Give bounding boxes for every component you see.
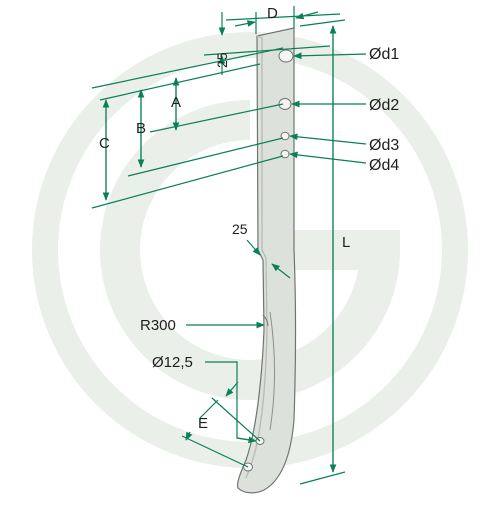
hole-d1	[278, 49, 294, 63]
label-d: D	[267, 5, 278, 22]
label-c: C	[99, 135, 110, 152]
label-l: L	[342, 234, 350, 251]
label-d2: Ød2	[369, 97, 399, 114]
hole-d3	[280, 131, 290, 141]
dimension-labels: D 25 A B C Ød1 Ød2 Ød3 Ød4 25 L R300 Ø12…	[99, 5, 399, 432]
label-e: E	[198, 415, 208, 432]
hole-d2	[278, 98, 292, 110]
label-25-top: 25	[214, 52, 230, 68]
hole-d4	[280, 149, 290, 159]
label-b: B	[136, 120, 146, 137]
tine-part	[236, 27, 297, 494]
label-r300: R300	[140, 317, 176, 334]
label-a: A	[171, 94, 181, 111]
label-d1: Ød1	[369, 46, 399, 63]
label-d3: Ød3	[369, 137, 399, 154]
label-d12-5: Ø12,5	[152, 354, 193, 371]
label-25-side: 25	[232, 221, 248, 237]
dimension-lines	[91, 6, 367, 485]
label-d4: Ød4	[369, 157, 399, 174]
